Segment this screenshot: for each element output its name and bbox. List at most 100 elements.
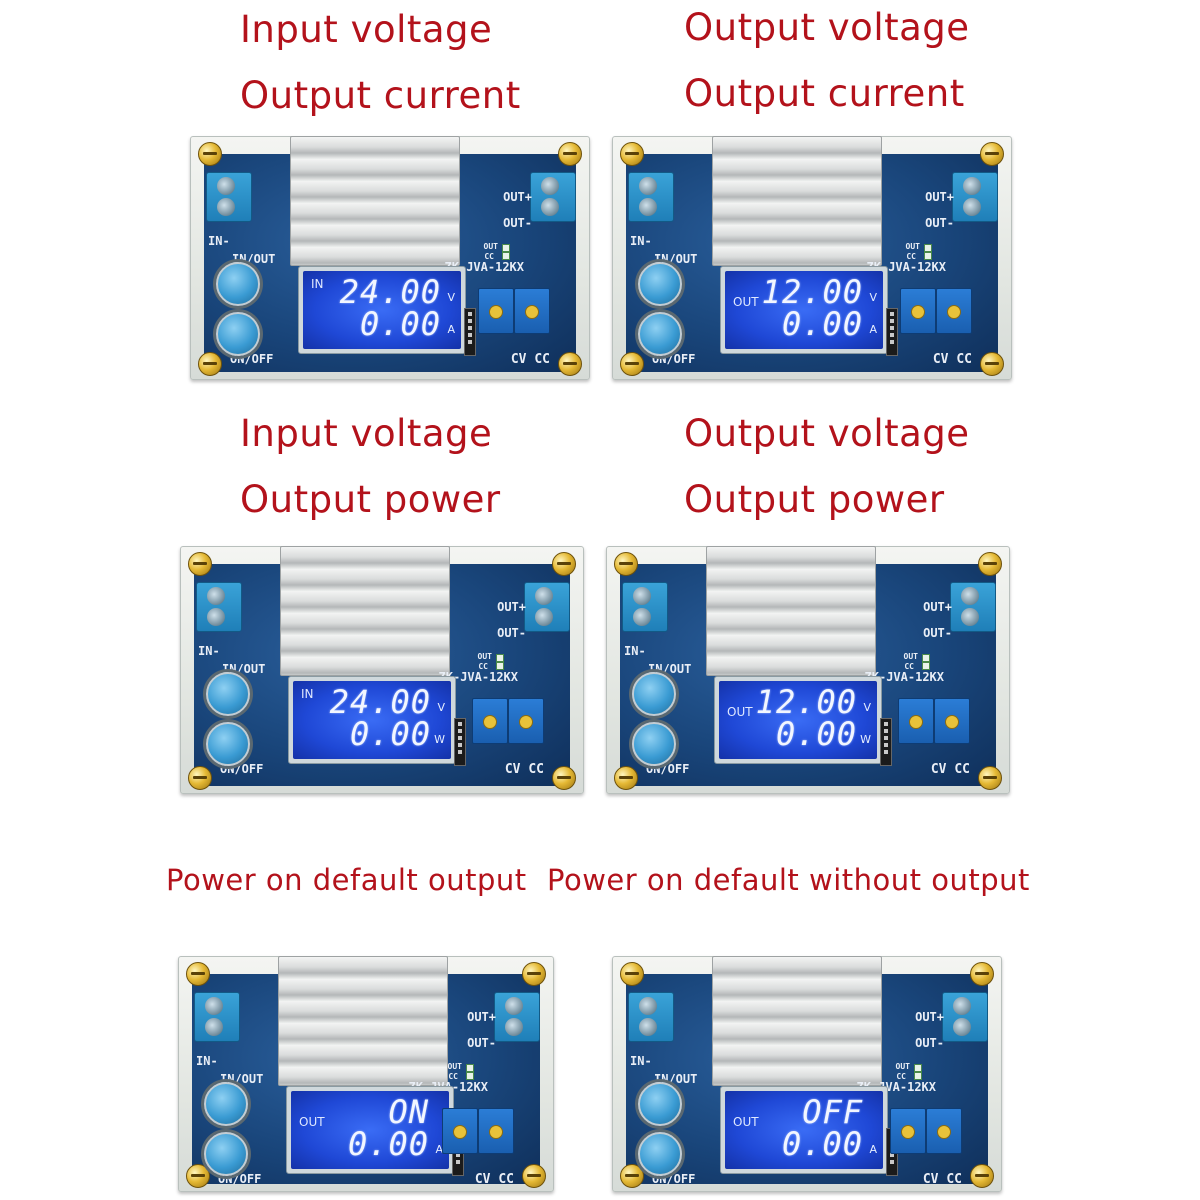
cc-potentiometer[interactable] xyxy=(508,698,544,744)
caption-5: Power on default output xyxy=(166,863,527,897)
model-label: ZK-JVA-12KX xyxy=(864,670,944,684)
label-in-minus: IN- xyxy=(196,1054,218,1068)
lcd-unit-1: V xyxy=(863,701,871,714)
in-out-button[interactable] xyxy=(204,1082,248,1126)
lcd-display: OUT 12.00 V 0.00 A xyxy=(720,266,888,354)
lcd-screen: IN 24.00 V 0.00 W xyxy=(293,681,451,759)
label-led-out: OUT xyxy=(895,1062,910,1071)
lcd-display: IN 24.00 V 0.00 W xyxy=(288,676,456,764)
in-out-button[interactable] xyxy=(206,672,250,716)
cc-potentiometer[interactable] xyxy=(936,288,972,334)
output-terminal-block xyxy=(952,172,998,222)
on-off-button[interactable] xyxy=(204,1132,248,1176)
input-terminal-block xyxy=(622,582,668,632)
lcd-screen: OUT 12.00 V 0.00 W xyxy=(719,681,877,759)
cv-potentiometer[interactable] xyxy=(478,288,514,334)
caption-3-line-2: Output power xyxy=(240,478,501,521)
cc-potentiometer[interactable] xyxy=(478,1108,514,1154)
heatsink xyxy=(278,956,448,1086)
input-terminal-block xyxy=(196,582,242,632)
screw-icon xyxy=(558,142,582,166)
lcd-line-2: 0.00 xyxy=(347,1125,429,1163)
terminal-screw-icon xyxy=(217,177,235,195)
cv-potentiometer[interactable] xyxy=(890,1108,926,1154)
terminal-screw-icon xyxy=(205,1018,223,1036)
screw-icon xyxy=(978,552,1002,576)
cc-potentiometer[interactable] xyxy=(514,288,550,334)
lcd-line-1: 12.00 xyxy=(761,273,863,311)
screw-icon xyxy=(552,552,576,576)
cv-potentiometer[interactable] xyxy=(442,1108,478,1154)
lcd-unit-2: W xyxy=(860,733,871,746)
screw-icon xyxy=(522,1164,546,1188)
label-led-cc: CC xyxy=(478,662,488,671)
caption-1-line-2: Output current xyxy=(240,74,521,117)
lcd-unit-2: A xyxy=(869,1143,877,1156)
terminal-screw-icon xyxy=(639,997,657,1015)
label-led-cc: CC xyxy=(448,1072,458,1081)
label-led-out: OUT xyxy=(477,652,492,661)
terminal-screw-icon xyxy=(639,177,657,195)
terminal-screw-icon xyxy=(953,997,971,1015)
lcd-display: IN 24.00 V 0.00 A xyxy=(298,266,466,354)
on-off-button[interactable] xyxy=(632,722,676,766)
terminal-screw-icon xyxy=(633,608,651,626)
lcd-mode-label: OUT xyxy=(299,1115,325,1129)
in-out-button[interactable] xyxy=(632,672,676,716)
cc-potentiometer[interactable] xyxy=(934,698,970,744)
caption-1-line-1: Input voltage xyxy=(240,8,493,51)
pin-header xyxy=(464,308,476,356)
status-led xyxy=(924,252,932,260)
lcd-line-1: OFF xyxy=(802,1093,863,1131)
terminal-screw-icon xyxy=(217,198,235,216)
heatsink xyxy=(280,546,450,676)
in-out-button[interactable] xyxy=(638,262,682,306)
screw-icon xyxy=(198,352,222,376)
status-led xyxy=(496,662,504,670)
output-terminal-block xyxy=(942,992,988,1042)
label-cv-cc: CV CC xyxy=(474,1172,514,1187)
cv-potentiometer[interactable] xyxy=(900,288,936,334)
screw-icon xyxy=(186,962,210,986)
lcd-unit-2: A xyxy=(869,323,877,336)
label-led-out: OUT xyxy=(483,242,498,251)
screw-icon xyxy=(522,962,546,986)
lcd-line-2: 0.00 xyxy=(781,305,863,343)
on-off-button[interactable] xyxy=(216,312,260,356)
terminal-screw-icon xyxy=(639,198,657,216)
label-out-minus: OUT- xyxy=(497,626,526,640)
label-cv-cc: CV CC xyxy=(922,1172,962,1187)
screw-icon xyxy=(980,352,1004,376)
heatsink xyxy=(706,546,876,676)
terminal-screw-icon xyxy=(639,1018,657,1036)
screw-icon xyxy=(970,1164,994,1188)
input-terminal-block xyxy=(194,992,240,1042)
label-in-minus: IN- xyxy=(630,1054,652,1068)
screw-icon xyxy=(620,142,644,166)
cc-potentiometer[interactable] xyxy=(926,1108,962,1154)
cv-potentiometer[interactable] xyxy=(472,698,508,744)
caption-3-line-1: Input voltage xyxy=(240,412,493,455)
cv-potentiometer[interactable] xyxy=(898,698,934,744)
label-cv-cc: CV CC xyxy=(510,352,550,367)
in-out-button[interactable] xyxy=(216,262,260,306)
label-in-minus: IN- xyxy=(208,234,230,248)
terminal-screw-icon xyxy=(505,1018,523,1036)
on-off-button[interactable] xyxy=(638,312,682,356)
power-module-board-2: IN- IN/OUT ON/OFF OUT+ OUT- OUT CC ZK-JV… xyxy=(612,136,1012,380)
lcd-line-1: 12.00 xyxy=(755,683,857,721)
screw-icon xyxy=(186,1164,210,1188)
label-led-out: OUT xyxy=(905,242,920,251)
input-terminal-block xyxy=(206,172,252,222)
label-led-cc: CC xyxy=(906,252,916,261)
caption-4-line-1: Output voltage xyxy=(684,412,970,455)
in-out-button[interactable] xyxy=(638,1082,682,1126)
label-cv-cc: CV CC xyxy=(930,762,970,777)
lcd-line-2: 0.00 xyxy=(775,715,857,753)
on-off-button[interactable] xyxy=(638,1132,682,1176)
label-out-plus: OUT+ xyxy=(467,1010,496,1024)
screw-icon xyxy=(978,766,1002,790)
label-led-out: OUT xyxy=(447,1062,462,1071)
on-off-button[interactable] xyxy=(206,722,250,766)
status-led xyxy=(466,1064,474,1072)
